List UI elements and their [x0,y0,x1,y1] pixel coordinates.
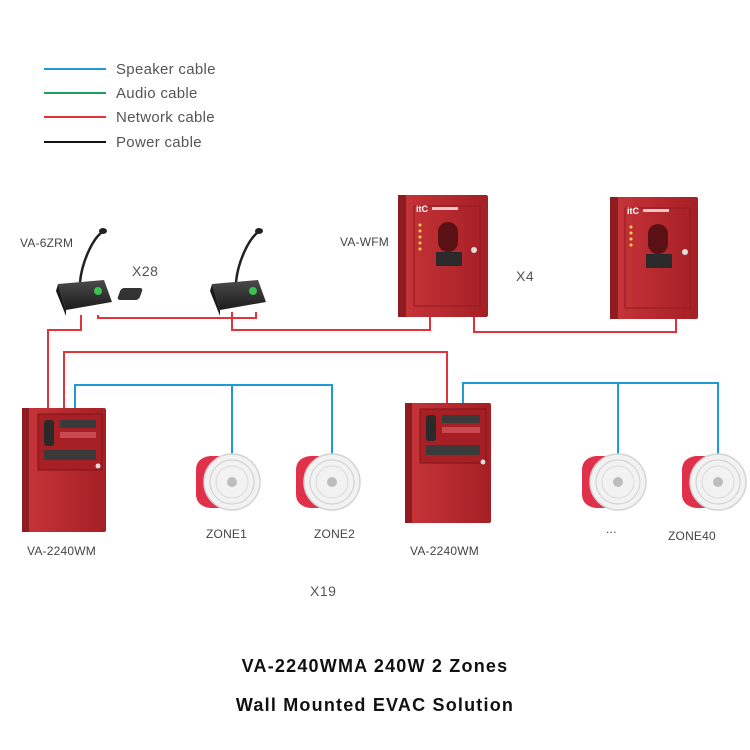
speaker-cables [74,382,719,458]
label-zone-ellipsis: ... [606,522,617,536]
fireman-panel: itC [398,195,488,317]
legend-speaker-cable: Speaker cable [44,58,216,80]
legend-audio-cable: Audio cable [44,82,198,104]
caption-line-2: Wall Mounted EVAC Solution [235,695,515,715]
ceiling-speaker [296,453,361,511]
brand-logo: itC [627,206,639,216]
legend-label: Speaker cable [116,60,216,78]
amp-multiplier: X19 [310,583,337,599]
label-zone40: ZONE40 [668,529,716,543]
amplifier-cabinet [405,403,491,523]
paging-microphone [56,228,112,316]
label-amp-left: VA-2240WM [27,544,96,558]
fireman-multiplier: X4 [516,268,535,284]
power-cable-swatch [44,141,106,143]
mic-multiplier: X28 [132,263,159,279]
ceiling-speaker [196,453,261,511]
speaker-cable-swatch [44,68,106,70]
label-mic: VA-6ZRM [20,236,74,250]
label-amp-right: VA-2240WM [410,544,479,558]
fireman-panel: itC [610,197,698,319]
label-zone1: ZONE1 [206,527,248,541]
legend-power-cable: Power cable [44,131,202,153]
legend-network-cable: Network cable [44,106,215,128]
brand-logo: itC [416,204,428,214]
amplifier-cabinet [22,408,106,532]
audio-cable-swatch [44,92,106,94]
label-fireman-panel: VA-WFM [340,235,389,249]
network-cable-swatch [44,116,106,118]
label-zone2: ZONE2 [314,527,356,541]
legend-label: Power cable [116,133,202,151]
legend-label: Audio cable [116,84,198,102]
ceiling-speaker [582,453,647,511]
paging-microphone [117,228,266,316]
legend-label: Network cable [116,108,215,126]
network-cables [47,312,677,410]
ceiling-speaker [682,453,747,511]
caption-line-1: VA-2240WMA 240W 2 Zones [241,656,509,676]
